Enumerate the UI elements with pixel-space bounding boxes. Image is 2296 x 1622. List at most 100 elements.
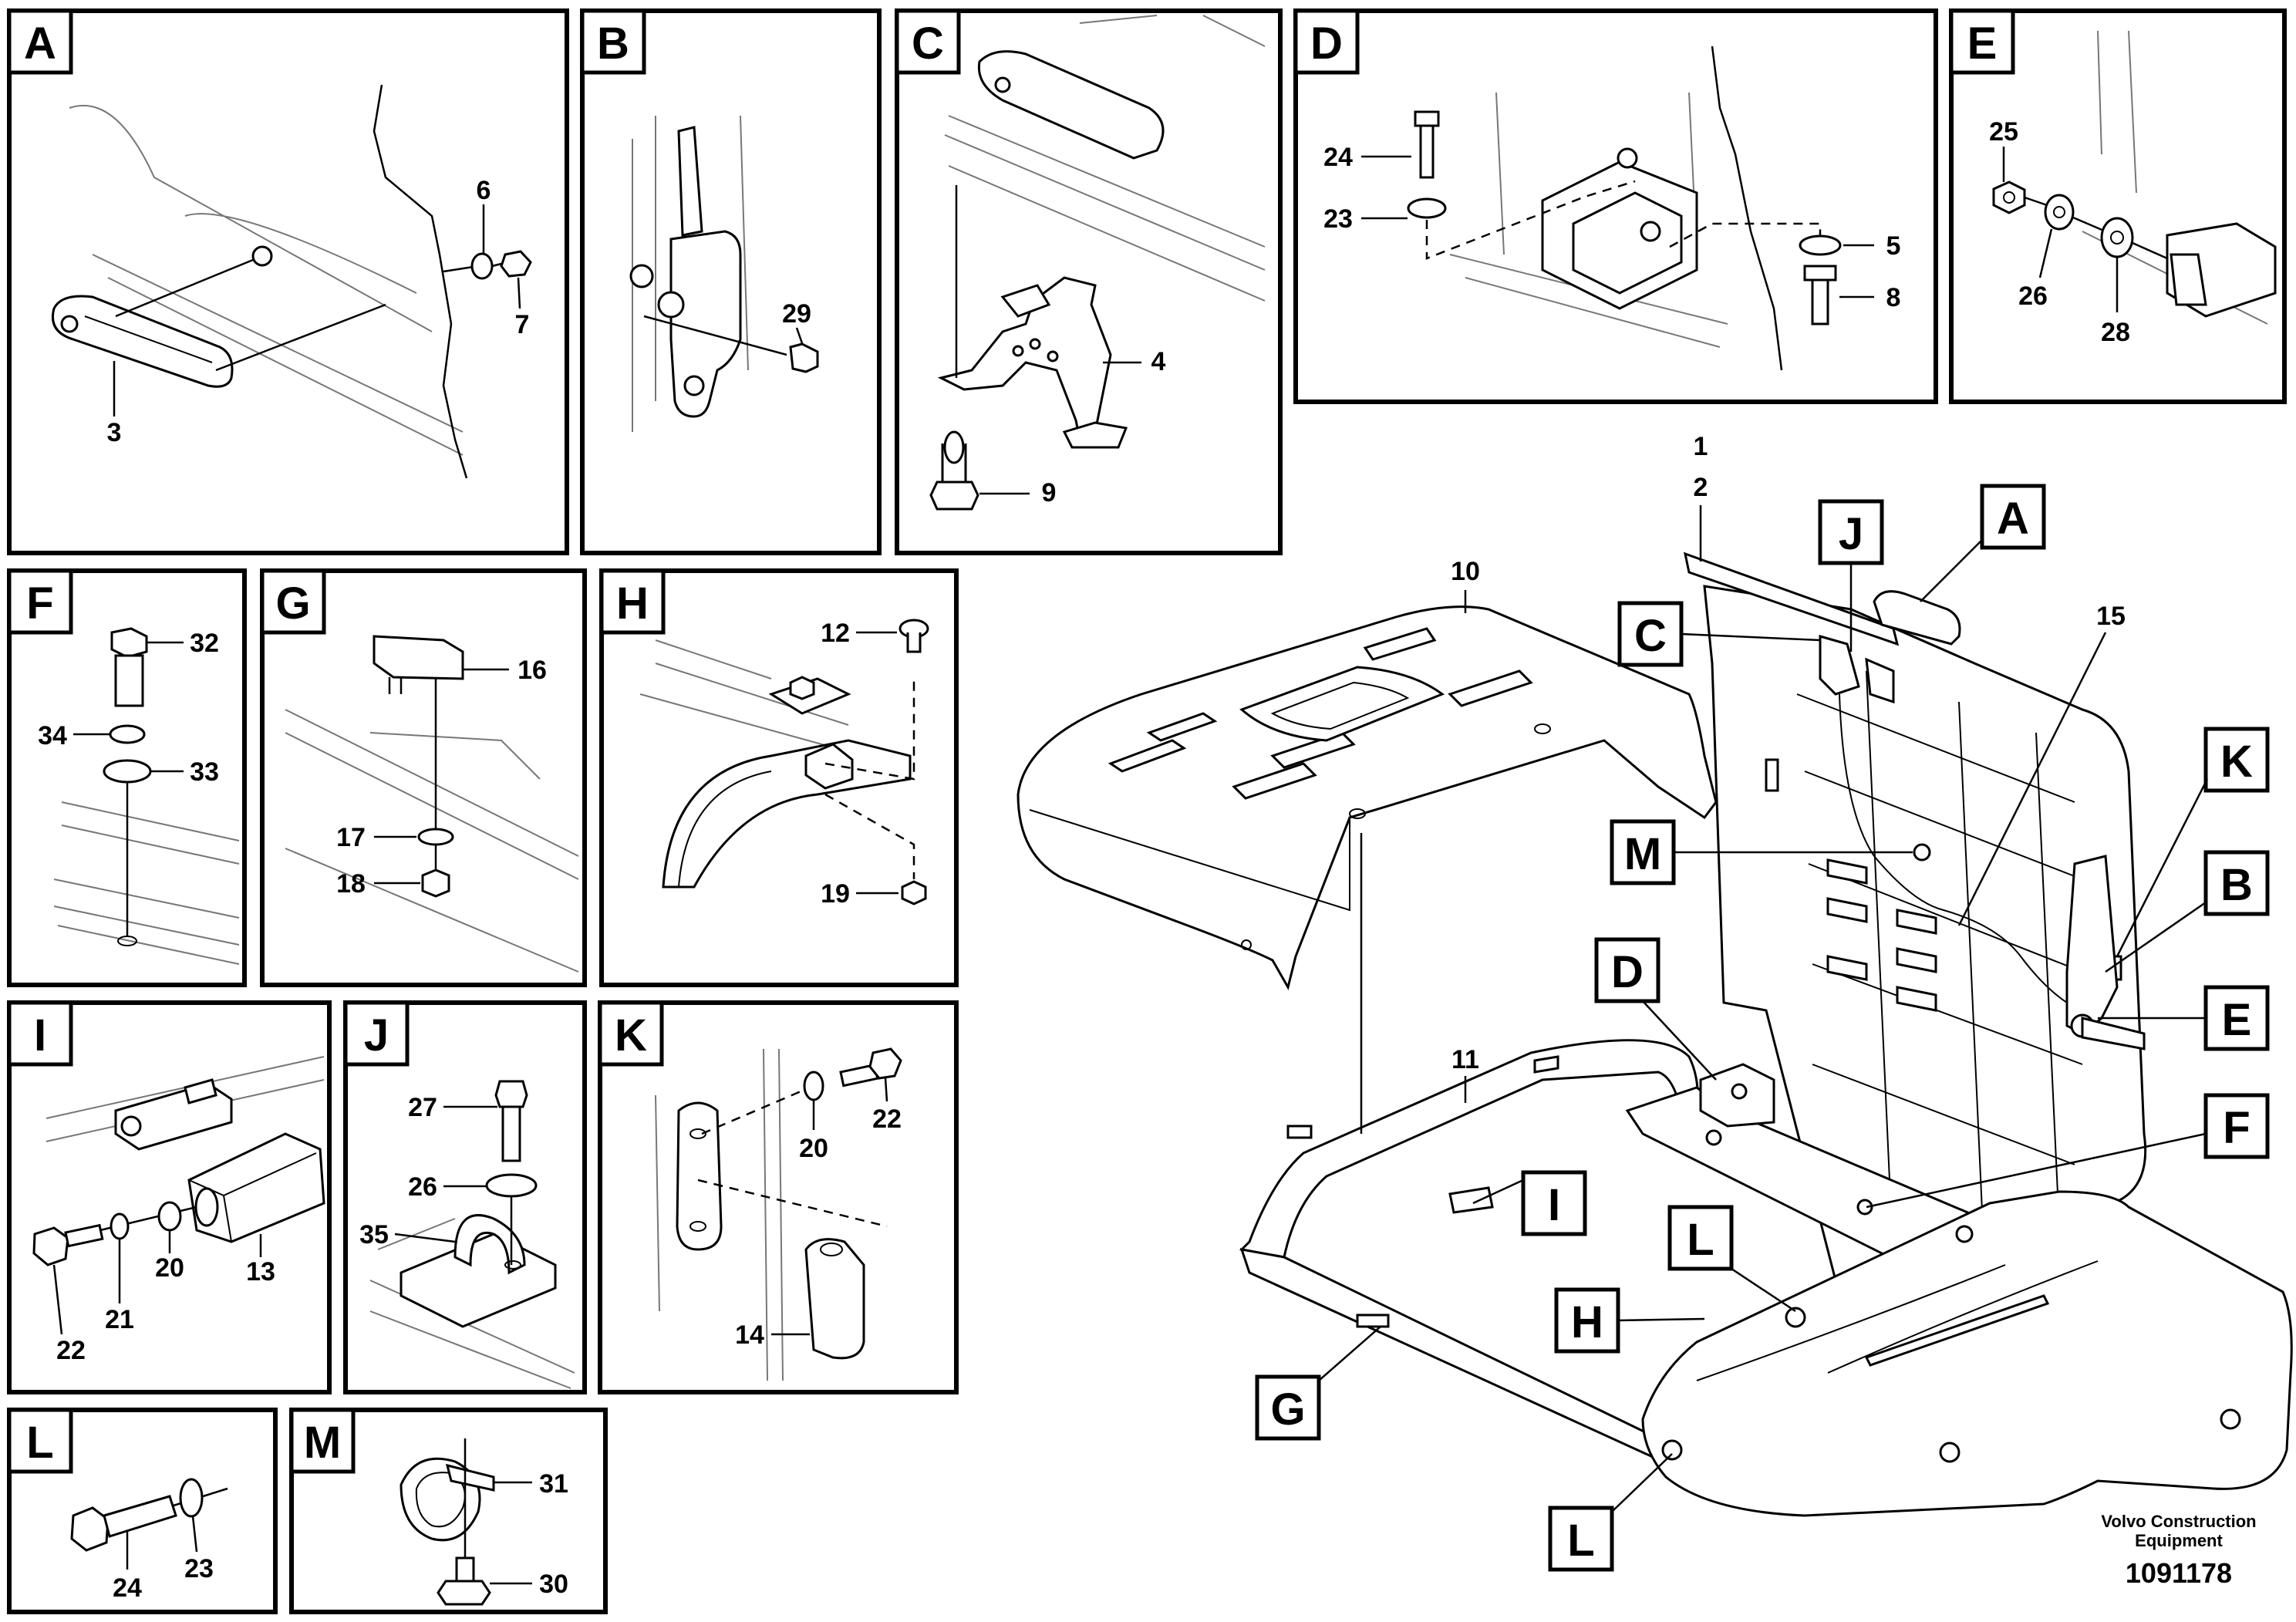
hinge-stub <box>2166 222 2277 318</box>
latch-bracket <box>937 276 1128 449</box>
panel-d-letter: D <box>1310 19 1343 69</box>
panel-k-letter: K <box>615 1010 647 1061</box>
main-tag-f: F <box>1866 1093 2270 1209</box>
panel-f-letter: F <box>26 578 53 629</box>
svg-text:M: M <box>1624 829 1661 879</box>
main-tag-k: K <box>2116 727 2270 957</box>
callout-m-30: 30 <box>539 1570 568 1599</box>
callout-d-8: 8 <box>1886 283 1901 312</box>
hinge-bracket <box>629 126 742 418</box>
panel-b-letter: B <box>597 19 629 69</box>
main-tag-i: I <box>1472 1170 1587 1236</box>
callout-d-5: 5 <box>1886 231 1901 261</box>
callout-l-23: 23 <box>184 1554 214 1583</box>
footer-brand-line1: Volvo Construction <box>2101 1512 2256 1531</box>
panel-i-letter: I <box>34 1010 46 1061</box>
callout-main-1: 1 <box>1694 432 1708 461</box>
callout-h-19: 19 <box>821 879 850 909</box>
svg-text:G: G <box>1270 1384 1305 1435</box>
svg-text:L: L <box>1567 1516 1594 1566</box>
main-tag-h: H <box>1554 1287 1705 1354</box>
drawing-number: 1091178 <box>2126 1557 2232 1589</box>
panel-a-letter: A <box>24 19 56 69</box>
main-assembly: 1 2 10 11 15 J A C K <box>1017 432 2293 1572</box>
svg-text:F: F <box>2223 1103 2250 1153</box>
callout-b-29: 29 <box>782 299 811 329</box>
main-tag-g: G <box>1255 1326 1381 1441</box>
panel-e: E 25 26 28 <box>1949 8 2287 404</box>
panel-k: K 20 22 14 <box>598 1000 959 1394</box>
panel-g-letter: G <box>275 578 310 629</box>
panel-l-letter: L <box>26 1418 53 1468</box>
callout-d-23: 23 <box>1323 204 1353 234</box>
callout-f-33: 33 <box>190 757 219 787</box>
svg-text:B: B <box>2220 860 2253 910</box>
panel-f: F 32 34 33 <box>7 568 247 987</box>
svg-text:C: C <box>1634 611 1667 661</box>
main-tag-e: E <box>2098 985 2270 1051</box>
callout-j-27: 27 <box>408 1093 437 1122</box>
callout-i-22: 22 <box>56 1336 86 1365</box>
mount-block <box>1541 147 1698 310</box>
panel-e-letter: E <box>1967 19 1998 69</box>
panel-j: J 27 26 35 <box>343 1000 587 1394</box>
right-base-cover <box>1641 1190 2293 1517</box>
main-tag-j: J <box>1818 499 1884 652</box>
callout-main-15: 15 <box>2096 602 2126 631</box>
main-tag-l-lower: L <box>1548 1453 1673 1572</box>
panel-l: L 24 23 <box>7 1408 278 1614</box>
callout-main-11: 11 <box>1451 1045 1479 1074</box>
callout-c-4: 4 <box>1151 347 1166 376</box>
callout-g-16: 16 <box>518 656 547 685</box>
panel-c-letter: C <box>912 19 944 69</box>
svg-text:J: J <box>1839 509 1863 559</box>
callout-f-32: 32 <box>190 629 219 658</box>
panel-g: G 16 17 18 <box>260 568 587 987</box>
callout-k-22: 22 <box>872 1104 902 1134</box>
top-cover-10 <box>1017 605 1718 990</box>
svg-text:H: H <box>1571 1297 1603 1347</box>
callout-c-9: 9 <box>1042 478 1057 508</box>
panel-a: A 6 7 3 <box>7 8 569 555</box>
callout-main-10: 10 <box>1451 557 1480 586</box>
svg-text:L: L <box>1687 1215 1714 1265</box>
panel-c: C 4 9 <box>895 8 1283 555</box>
svg-text:D: D <box>1611 947 1644 997</box>
panel-m-letter: M <box>304 1418 341 1468</box>
svg-text:A: A <box>1997 494 2029 544</box>
callout-g-17: 17 <box>336 823 366 852</box>
callout-main-2: 2 <box>1694 473 1708 502</box>
callout-k-20: 20 <box>799 1134 828 1163</box>
callout-e-28: 28 <box>2101 318 2130 347</box>
top-handle <box>977 50 1165 160</box>
callout-m-31: 31 <box>539 1469 568 1499</box>
top-rail <box>1683 551 1900 646</box>
callout-j-35: 35 <box>359 1220 389 1249</box>
panel-m: M 31 30 <box>289 1408 608 1614</box>
main-tag-l-upper: L <box>1667 1205 1796 1313</box>
callout-e-26: 26 <box>2018 282 2048 311</box>
callout-g-18: 18 <box>336 869 366 899</box>
callout-h-12: 12 <box>821 619 850 648</box>
footer-brand-line2: Equipment <box>2135 1531 2223 1550</box>
callout-i-20: 20 <box>155 1253 184 1283</box>
callout-f-34: 34 <box>38 721 67 750</box>
main-tag-d: D <box>1594 937 1717 1081</box>
callout-l-24: 24 <box>113 1573 142 1603</box>
main-tag-c: C <box>1617 601 1821 667</box>
callout-a-6: 6 <box>477 176 491 205</box>
footer: Volvo Construction Equipment 1091178 <box>2101 1512 2256 1589</box>
panel-h-letter: H <box>616 578 649 629</box>
frame-11 <box>1239 1039 1706 1460</box>
panel-h: H 12 19 <box>599 568 959 987</box>
main-tag-a: A <box>1920 484 2046 602</box>
callout-a-7: 7 <box>515 310 530 339</box>
callout-j-26: 26 <box>408 1172 437 1202</box>
panel-d: D 24 23 5 8 <box>1293 8 1938 404</box>
panel-j-letter: J <box>364 1010 389 1061</box>
callout-e-25: 25 <box>1989 117 2018 147</box>
callout-i-13: 13 <box>246 1257 275 1286</box>
panel-b: B 29 <box>580 8 882 555</box>
door-handle <box>52 295 234 388</box>
